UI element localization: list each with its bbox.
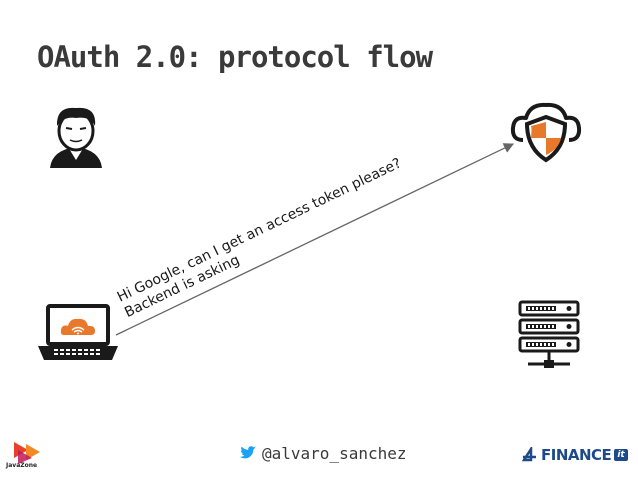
javazone-logo (14, 442, 40, 464)
finance-logo-badge: it (614, 449, 628, 461)
finance-logo: FINANCE it (522, 446, 628, 464)
page-title: OAuth 2.0: protocol flow (37, 40, 433, 74)
laptop-icon (38, 304, 118, 360)
finance-logo-mark (522, 447, 536, 462)
twitter-icon (239, 446, 256, 459)
arrow-message-line1: Hi Google, can I get an access token ple… (115, 155, 404, 305)
request-arrow (115, 143, 515, 336)
twitter-handle[interactable]: @alvaro_sanchez (262, 444, 407, 463)
twitter-handle-group: @alvaro_sanchez (238, 444, 407, 463)
finance-logo-text: FINANCE (541, 446, 612, 464)
cloud-shield-icon (510, 102, 582, 163)
user-icon (50, 107, 102, 168)
server-icon (518, 300, 580, 368)
javazone-logo-text: JavaZone (6, 462, 38, 469)
arrow-message: Hi Google, can I get an access token ple… (115, 155, 404, 321)
